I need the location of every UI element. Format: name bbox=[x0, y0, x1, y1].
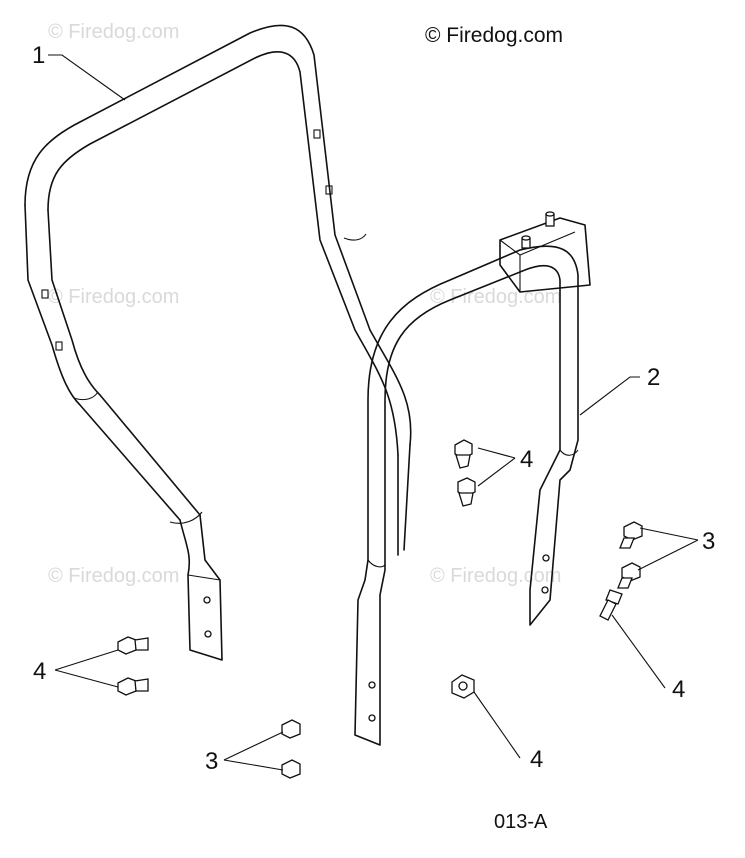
bolt-icon bbox=[454, 439, 473, 469]
callout-3: 3 bbox=[205, 748, 218, 775]
bolt-icon bbox=[117, 677, 149, 696]
callout-4: 4 bbox=[530, 746, 543, 773]
figure-code: 013-A bbox=[494, 811, 548, 833]
bolt-icon bbox=[281, 719, 301, 739]
leader-lines bbox=[48, 54, 699, 771]
callout-2: 2 bbox=[647, 364, 660, 391]
part-1-front-frame bbox=[24, 24, 412, 661]
watermark: © Firedog.com bbox=[48, 565, 179, 587]
callout-4: 4 bbox=[520, 446, 533, 473]
bolt-icon bbox=[619, 521, 643, 549]
watermark: © Firedog.com bbox=[430, 565, 561, 587]
bolt-icon bbox=[617, 562, 641, 589]
callout-4: 4 bbox=[33, 658, 46, 685]
callout-3: 3 bbox=[702, 528, 715, 555]
part-2-rear-frame bbox=[354, 211, 591, 746]
watermark: © Firedog.com bbox=[48, 21, 179, 43]
copyright-text: © Firedog.com bbox=[425, 24, 563, 47]
nut-icon bbox=[451, 674, 475, 699]
watermark: © Firedog.com bbox=[48, 286, 179, 308]
bolt-icon bbox=[117, 636, 149, 655]
callout-1: 1 bbox=[32, 42, 45, 69]
hardware-items bbox=[117, 439, 643, 779]
bolt-icon bbox=[599, 589, 623, 621]
bolt-icon bbox=[281, 759, 301, 779]
bolt-icon bbox=[457, 477, 476, 507]
callout-4: 4 bbox=[672, 676, 685, 703]
